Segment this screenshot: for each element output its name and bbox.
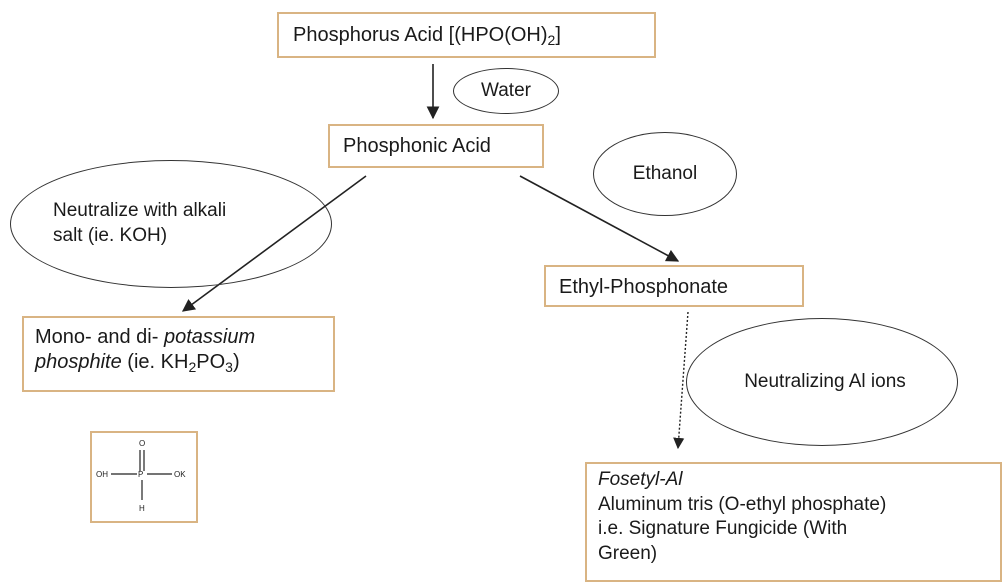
node-phosphorus-acid: Phosphorus Acid [(HPO(OH)2]: [277, 12, 656, 58]
phosphorus-acid-subscript: 2: [547, 32, 556, 49]
node-ethyl-phosphonate: Ethyl-Phosphonate: [544, 265, 804, 307]
condition-ethanol: Ethanol: [593, 132, 737, 216]
structure-p: P: [138, 470, 143, 479]
structure-o: O: [139, 439, 145, 448]
condition-water: Water: [453, 68, 559, 114]
fosetyl-line3: i.e. Signature Fungicide (With: [598, 518, 848, 540]
arrow-phosphonic-to-ethyl: [519, 175, 680, 262]
node-fosetyl-al: Fosetyl-Al Aluminum tris (O-ethyl phosph…: [585, 462, 1002, 582]
node-potassium-phosphite: Mono- and di- potassium phosphite (ie. K…: [22, 316, 335, 392]
condition-neutralizing-al: Neutralizing Al ions: [686, 318, 958, 446]
structure-box: O OH P OK H: [90, 431, 198, 523]
fosetyl-line2: Aluminum tris (O-ethyl phosphate): [598, 493, 887, 515]
structure-h: H: [139, 504, 145, 513]
ethyl-phosphonate-label: Ethyl-Phosphonate: [559, 276, 729, 298]
fosetyl-name: Fosetyl-Al: [598, 469, 683, 490]
node-phosphonic-acid: Phosphonic Acid: [328, 124, 544, 168]
structure-oh: OH: [96, 470, 108, 479]
potassium-phosphite-line1: Mono- and di- potassium: [35, 326, 256, 348]
potassium-phosphite-line2: phosphite (ie. KH2PO3): [35, 351, 240, 376]
condition-neutralize-koh: Neutralize with alkali salt (ie. KOH): [10, 160, 332, 288]
structure-ok: OK: [174, 470, 186, 479]
fosetyl-line4: Green): [598, 543, 658, 565]
phosphite-structure: O OH P OK H: [96, 439, 186, 513]
phosphonic-acid-label: Phosphonic Acid: [343, 135, 491, 157]
arrow-ethyl-to-fosetyl: [673, 311, 689, 450]
phosphorus-acid-label-end: ]: [555, 24, 561, 46]
phosphorus-acid-label: Phosphorus Acid [(HPO(OH): [293, 24, 548, 46]
